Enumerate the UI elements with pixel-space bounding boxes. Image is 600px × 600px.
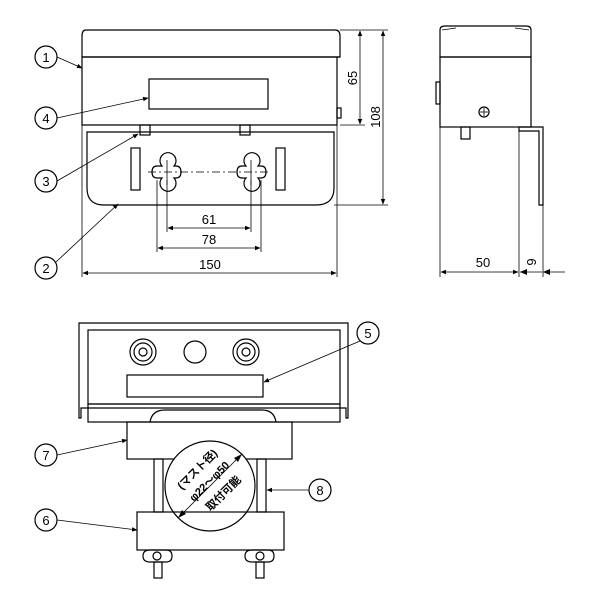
front-view: [81, 29, 342, 206]
model-label-window: [126, 374, 264, 398]
callout-8: 8: [316, 483, 323, 498]
callout-3: 3: [42, 174, 49, 189]
dim-108: 108: [368, 106, 383, 128]
callout-6: 6: [42, 513, 49, 528]
label-window: [148, 78, 269, 110]
callout-5: 5: [364, 326, 371, 341]
dim-61: 61: [202, 212, 216, 227]
callout-4: 4: [42, 111, 49, 126]
side-view: 50 9: [435, 25, 565, 277]
dim-50: 50: [476, 255, 490, 270]
mounted-view: (マスト径) φ22～φ50 取付可能: [78, 322, 349, 579]
mounting-bracket: [86, 131, 335, 206]
callouts: 1 4 3 2 5 7 8 6: [34, 45, 380, 532]
dim-9: 9: [524, 258, 539, 265]
dim-65: 65: [345, 71, 360, 85]
dim-78: 78: [202, 232, 216, 247]
callout-2: 2: [42, 261, 49, 276]
dim-150: 150: [199, 257, 221, 272]
front-dimensions: 65 108 61 78 150: [81, 29, 388, 277]
callout-7: 7: [42, 448, 49, 463]
callout-1: 1: [42, 50, 49, 65]
